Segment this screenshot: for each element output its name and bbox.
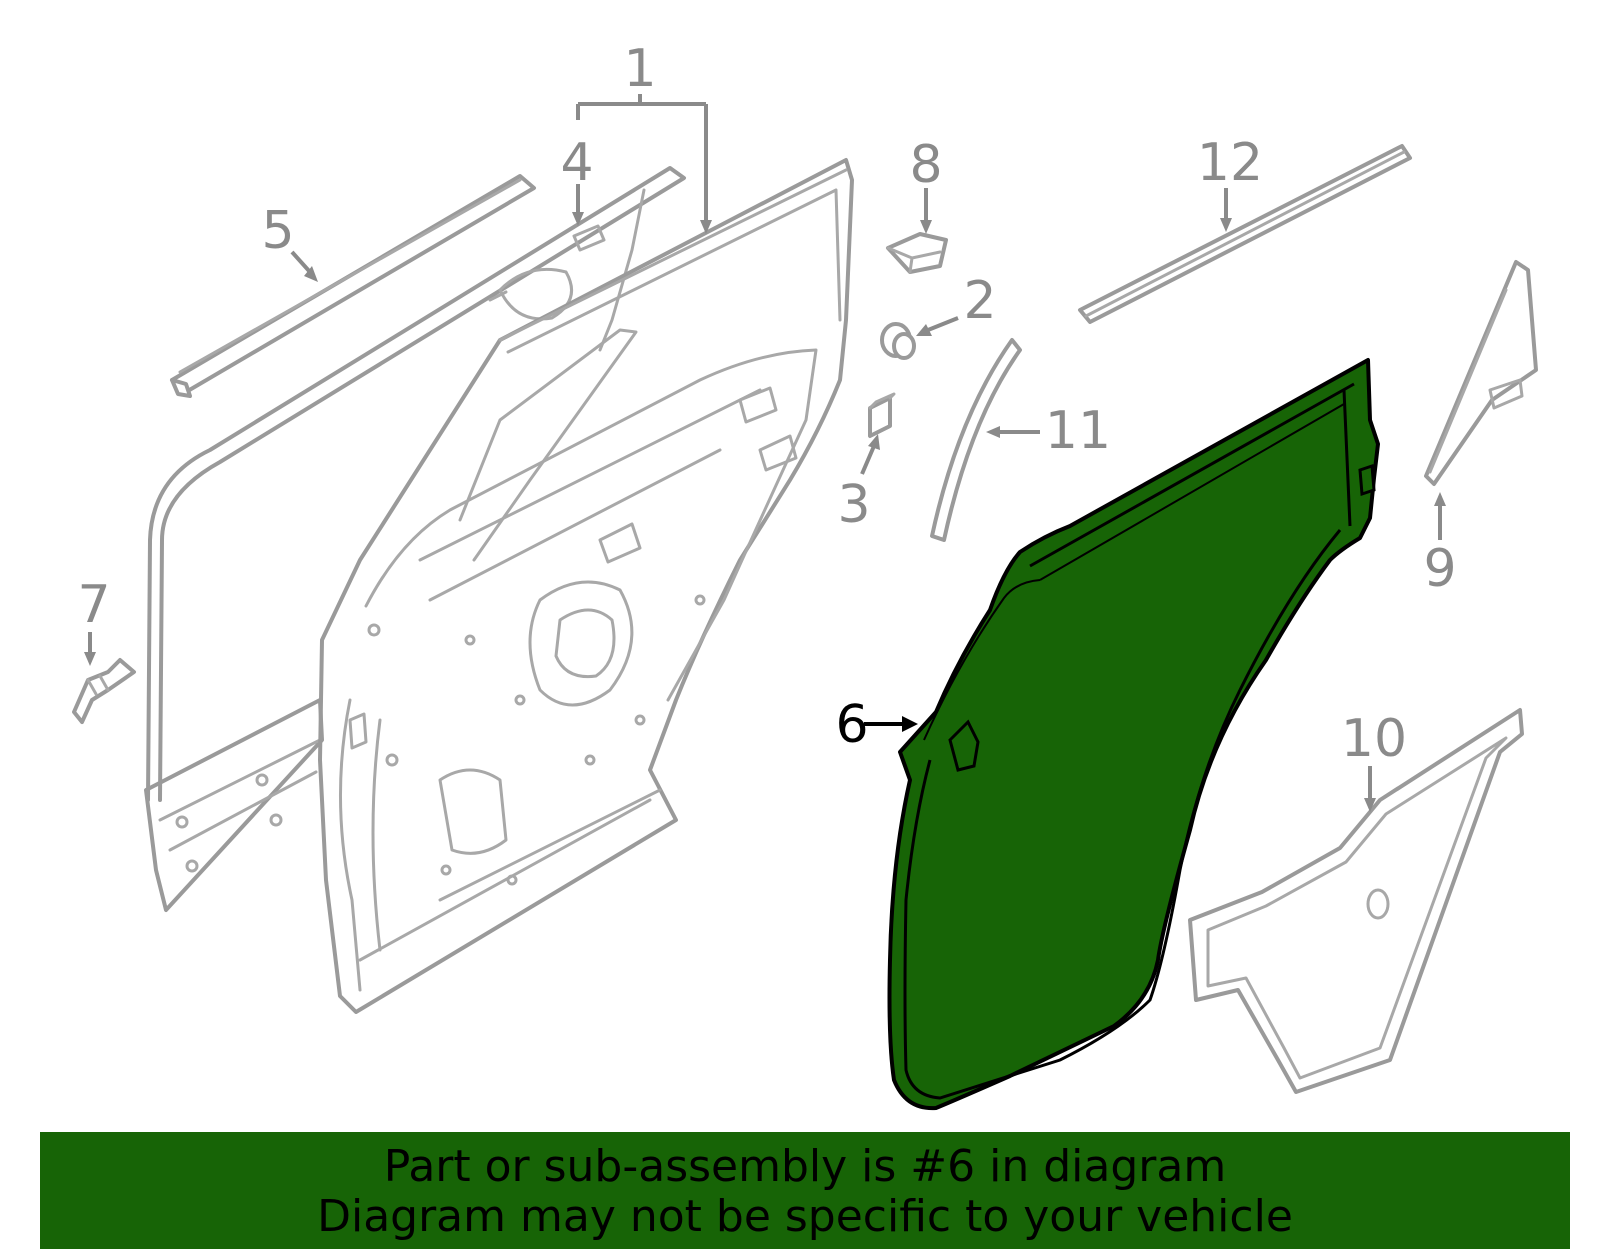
callout-5: 5 [261,201,294,261]
callout-3: 3 [837,475,870,535]
callout-4: 4 [560,133,593,193]
part-3-plug [868,392,896,438]
banner-line-2: Diagram may not be specific to your vehi… [317,1191,1293,1242]
part-2-grommet [880,322,916,360]
part-11-channel [930,338,1022,542]
callout-11: 11 [1045,401,1111,461]
part-10-water-shield [1188,708,1524,1094]
part-8-clip [886,232,948,274]
callout-6: 6 [835,695,868,755]
part-1-outer-panel [144,698,324,912]
part-7-bracket [72,658,136,724]
callout-12: 12 [1197,133,1263,193]
part-9-applique [1424,260,1538,486]
callout-9: 9 [1423,539,1456,599]
callout-8: 8 [909,135,942,195]
callout-10: 10 [1341,709,1407,769]
banner-line-1: Part or sub-assembly is #6 in diagram [383,1141,1227,1192]
callout-2: 2 [963,271,996,331]
part-4-window-frame [146,166,686,802]
callout-1: 1 [623,39,656,99]
part-5-belt-molding [170,174,536,398]
part-1-inner-panel [318,158,854,1014]
info-banner: Part or sub-assembly is #6 in diagram Di… [40,1132,1570,1249]
leader-lines [84,94,1446,812]
callout-7: 7 [77,575,110,635]
part-6-weatherstrip-highlighted [887,358,1380,1111]
part-12-molding [1078,144,1412,324]
